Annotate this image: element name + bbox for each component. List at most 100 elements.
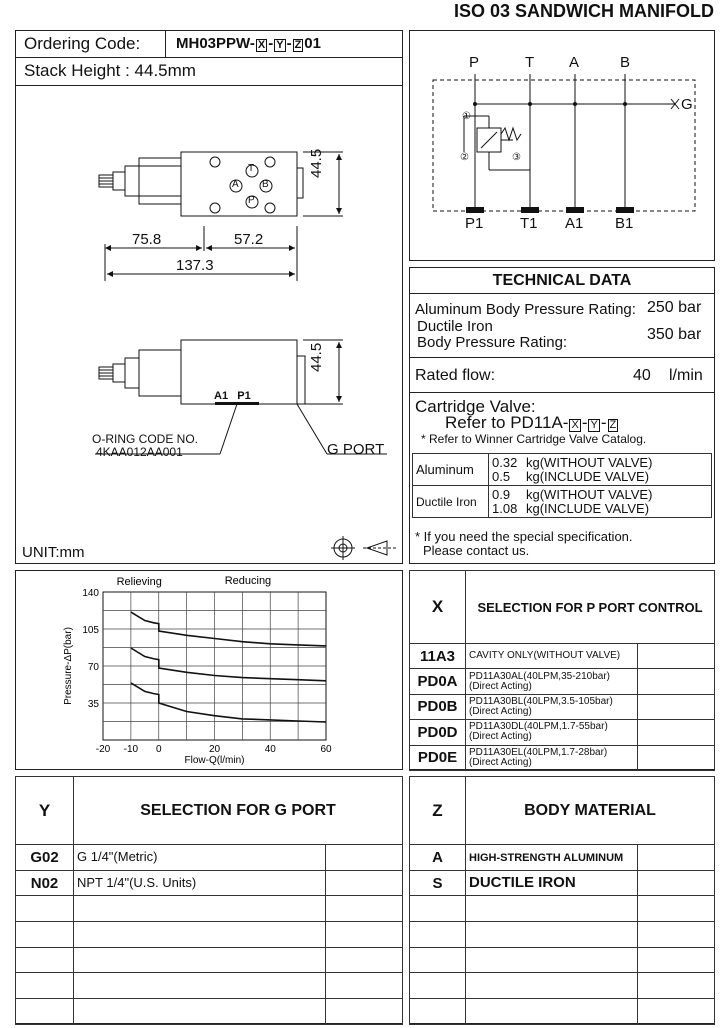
oring-code: 4KAA012AA001 (96, 445, 183, 459)
rated-flow-value: 40 (633, 367, 651, 384)
dim-137-3: 137.3 (176, 257, 214, 274)
al-pressure-label: Aluminum Body Pressure Rating: (415, 301, 636, 318)
row-code: PD0B (409, 693, 466, 721)
schematic-port-b1: B1 (615, 215, 634, 232)
row-code: N02 (15, 869, 74, 897)
weight-material: Aluminum (412, 453, 489, 486)
cartridge-ref: Refer to PD11A-X-Y-Z (445, 413, 619, 432)
y-tick-label: 35 (88, 699, 100, 710)
dim-75-8: 75.8 (132, 231, 162, 248)
row-desc: HIGH-STRENGTH ALUMINUM (465, 844, 638, 871)
weight-material: Ductile Iron (412, 485, 489, 518)
side-view-ports: A1 P1 (214, 390, 251, 402)
di-pressure-label-2: Body Pressure Rating: (417, 334, 568, 351)
annotation-reducing: Reducing (225, 575, 271, 587)
x-tick-label: 40 (265, 744, 277, 755)
y-selection-table: Y SELECTION FOR G PORT (15, 776, 403, 845)
table-row (409, 946, 715, 974)
series-line (130, 647, 327, 682)
schematic-port-p: P (469, 54, 480, 71)
x-tick-label: 20 (209, 744, 221, 755)
al-pressure-value: 250 bar (647, 299, 702, 316)
circled-port-t: T (248, 163, 255, 174)
dim-57-2: 57.2 (234, 231, 264, 248)
special-note-1: * If you need the special specification. (415, 529, 633, 544)
row-desc: PD11A30DL(40LPM,1.7-55bar)(Direct Acting… (465, 719, 638, 746)
x-head: X (409, 570, 466, 644)
unit-label: UNIT:mm (22, 544, 85, 561)
x-tick-label: 60 (320, 744, 332, 755)
y-tick-label: 70 (88, 662, 100, 673)
di-pressure-label-1: Ductile Iron (417, 318, 493, 335)
annotation-relieving: Relieving (117, 576, 162, 588)
series-line (130, 611, 327, 647)
x-axis-label: Flow-Q(l/min) (185, 755, 245, 766)
y-tick-label: 140 (82, 588, 99, 599)
tech-title: TECHNICAL DATA (492, 272, 632, 289)
dim-44-5-side: 44.5 (308, 342, 325, 372)
row-desc: PD11A30EL(40LPM,1.7-28bar)(Direct Acting… (465, 744, 638, 771)
page-title: ISO 03 SANDWICH MANIFOLD (453, 1, 714, 21)
row-desc: PD11A30BL(40LPM,3.5-105bar)(Direct Actin… (465, 693, 638, 721)
row-desc: DUCTILE IRON (465, 869, 638, 897)
schematic-port-p1: P1 (465, 215, 484, 232)
schematic-port-t: T (525, 54, 535, 71)
schematic-port-a1: A1 (565, 215, 584, 232)
manifold-drawing (95, 151, 397, 560)
z-head: Z (409, 776, 466, 845)
stack-height: Stack Height : 44.5mm (24, 61, 196, 80)
chart-panel (15, 570, 403, 770)
oring-label: O-RING CODE NO. (92, 432, 199, 446)
x-tick-label: -10 (124, 744, 139, 755)
ordering-code-label: Ordering Code: (24, 34, 141, 53)
table-row (409, 998, 715, 1025)
table-row (409, 972, 715, 1000)
dim-44-5-top: 44.5 (308, 148, 325, 178)
schematic-port-g: G (681, 96, 693, 113)
series-line (130, 682, 327, 723)
cartridge-note: * Refer to Winner Cartridge Valve Catalo… (421, 432, 647, 446)
row-desc: G 1/4"(Metric) (73, 844, 326, 871)
table-row (15, 895, 403, 923)
row-code: A (409, 844, 466, 871)
schematic-circle-2: ② (460, 152, 469, 163)
stack-height-box (15, 57, 403, 86)
schematic-port-t1: T1 (520, 215, 538, 232)
row-code: PD0D (409, 719, 466, 746)
g-port-label: G PORT (327, 441, 385, 458)
table-row (15, 921, 403, 948)
special-note-2: Please contact us. (423, 543, 530, 558)
table-row (15, 998, 403, 1025)
row-desc: PD11A30AL(40LPM,35-210bar)(Direct Acting… (465, 668, 638, 695)
z-selection-table: Z BODY MATERIAL (409, 776, 715, 845)
x-tick-label: -20 (96, 744, 111, 755)
table-row (15, 946, 403, 974)
x-selection-table: X SELECTION FOR P PORT CONTROL (409, 570, 715, 644)
circled-port-a: A (232, 179, 239, 190)
rated-flow-unit: l/min (669, 367, 703, 384)
table-row (409, 921, 715, 948)
y-head: Y (15, 776, 74, 845)
di-pressure-value: 350 bar (647, 326, 702, 343)
y-axis-label: Pressure-ΔP(bar) (63, 627, 74, 705)
hydraulic-schematic (432, 74, 696, 213)
table-row (409, 895, 715, 923)
z-title: BODY MATERIAL (465, 776, 715, 845)
row-code: PD0E (409, 744, 466, 771)
y-title: SELECTION FOR G PORT (73, 776, 403, 845)
